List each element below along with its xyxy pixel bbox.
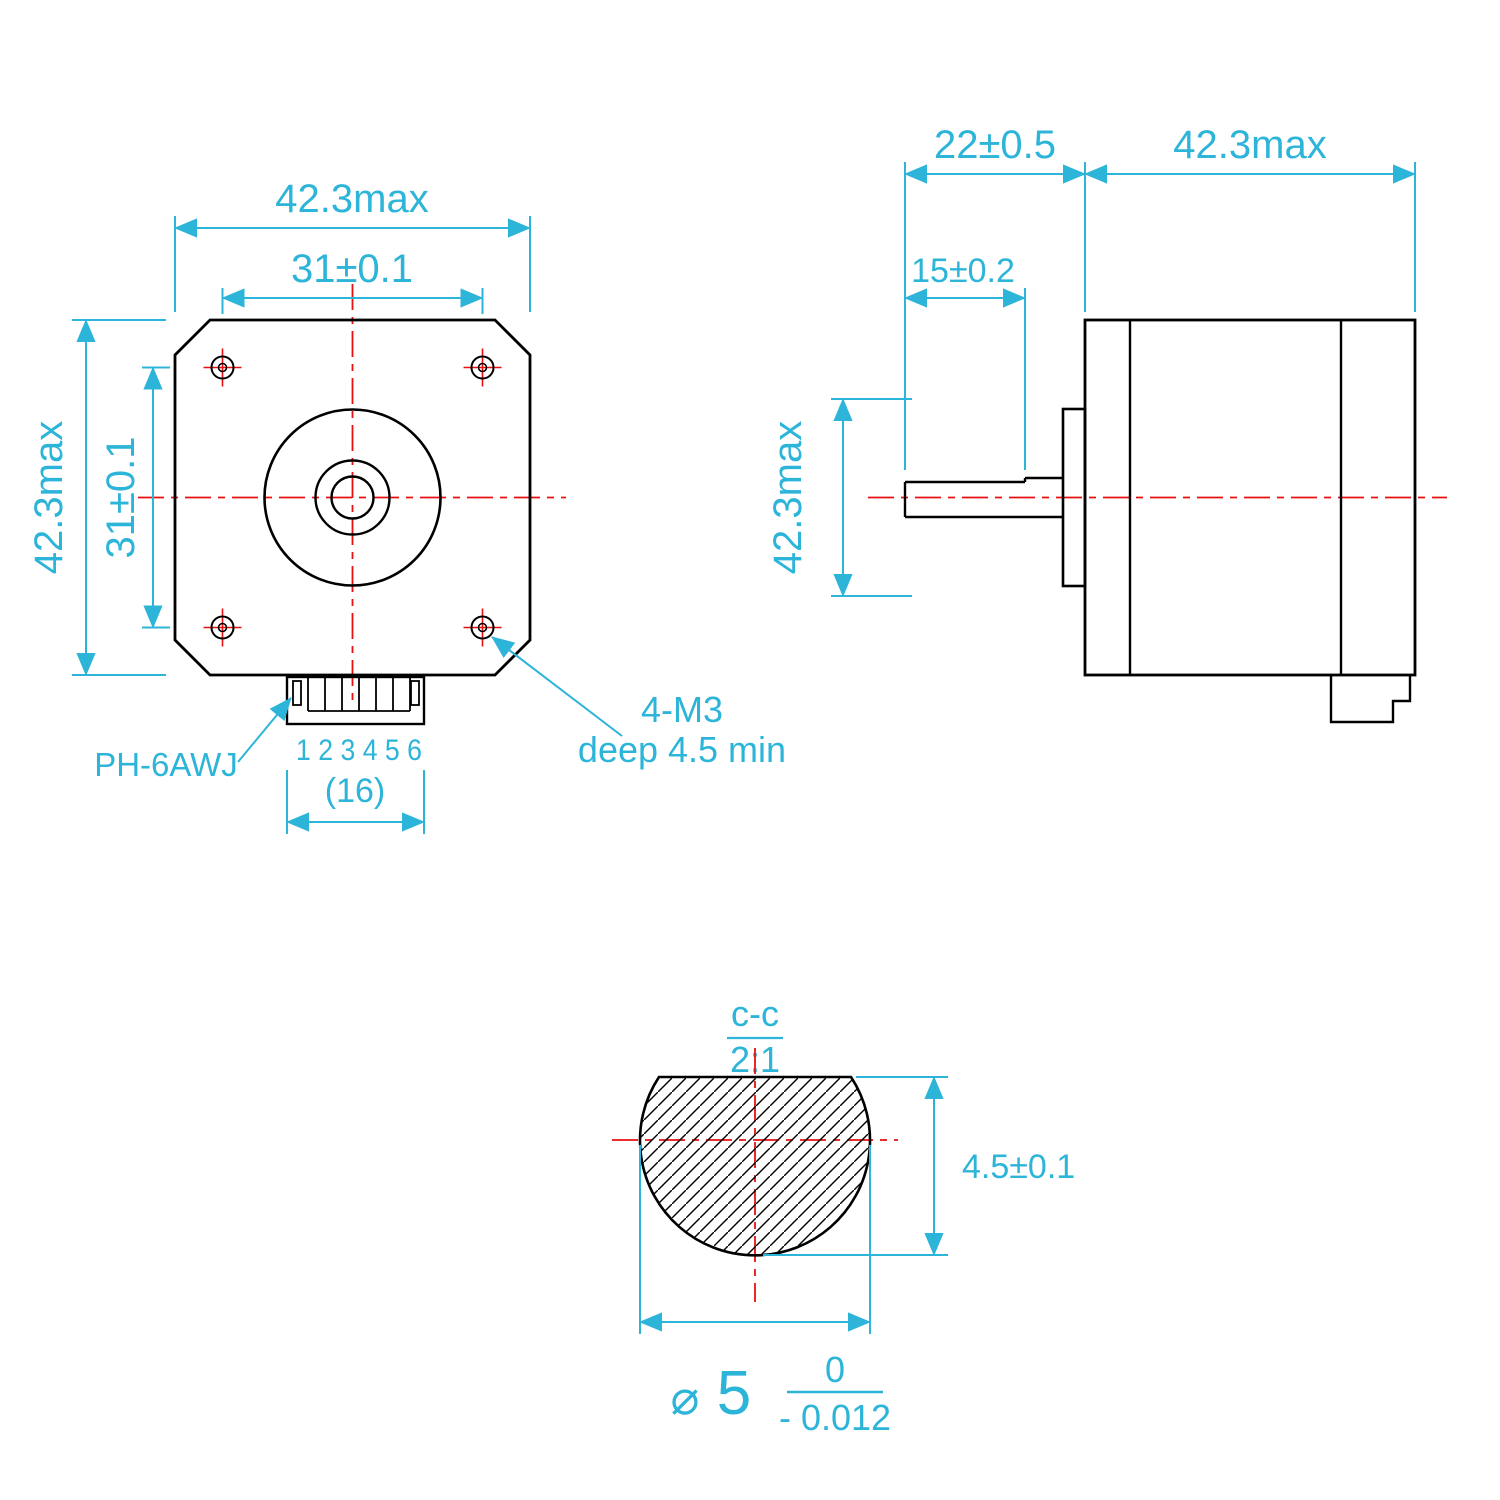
front-hole-spacing-horizontal-dimension: 31±0.1	[221, 247, 484, 314]
leader-line	[237, 697, 292, 763]
diameter-tolerance-lower: - 0.012	[779, 1397, 891, 1438]
shaft-flat-height-dimension: 4.5±0.1	[763, 1076, 1075, 1256]
leader-line	[491, 636, 623, 737]
front-overall-height-dimension: 42.3max	[27, 319, 166, 676]
shaft-boss-circle	[314, 459, 391, 536]
connector-width-dimension: (16)	[286, 770, 425, 834]
pin-numbers: 1 2 3 4 5 6	[296, 734, 422, 767]
diameter-symbol: ⌀	[671, 1372, 700, 1425]
front-overall-height-label: 42.3max	[27, 421, 71, 574]
side-body-height-label: 42.3max	[766, 421, 810, 574]
body-length-label: 42.3max	[1173, 123, 1326, 167]
mounting-holes-note-line1: 4-M3	[641, 689, 723, 730]
diameter-value-label: 5	[717, 1359, 751, 1428]
side-body-height-dimension: 42.3max	[766, 398, 912, 597]
connector-pins	[307, 677, 411, 712]
shaft-circle	[330, 475, 375, 520]
shaft-diameter-dimension: ⌀ 5 0 - 0.012	[639, 1145, 891, 1438]
motor-body-front-outline	[173, 318, 532, 677]
side-view: 22±0.5 42.3max 15±0.2 42.3max	[766, 123, 1447, 724]
shaft-side	[903, 476, 1063, 519]
connector-callout: PH-6AWJ	[94, 697, 292, 783]
front-overall-width-dimension: 42.3max	[174, 177, 531, 312]
front-view: 1 2 3 4 5 6 42.3max 31±0.1 42.3max	[27, 177, 786, 834]
section-title: c-c 2:1	[727, 993, 783, 1080]
mounting-holes-note-line2: deep 4.5 min	[578, 729, 786, 770]
shaft-length-label: 22±0.5	[934, 123, 1056, 167]
shaft-length-dimension: 22±0.5	[904, 123, 1086, 470]
diameter-tolerance-upper: 0	[825, 1349, 845, 1390]
connector-latch-left	[292, 680, 302, 706]
connector-side	[1329, 675, 1412, 724]
pilot-boss-side	[1061, 407, 1087, 588]
section-label: c-c	[731, 993, 779, 1034]
section-view: c-c 2:1 4.5±0.1 ⌀ 5 0 - 0.012	[612, 993, 1075, 1438]
front-hole-spacing-vertical-label: 31±0.1	[99, 436, 143, 558]
mounting-holes-callout: 4-M3 deep 4.5 min	[491, 636, 786, 770]
connector-width-label: (16)	[325, 772, 385, 810]
front-overall-width-label: 42.3max	[275, 177, 428, 221]
body-length-dimension: 42.3max	[1084, 123, 1416, 312]
shaft-flat-length-label: 15±0.2	[911, 252, 1015, 290]
front-hole-spacing-horizontal-label: 31±0.1	[291, 247, 413, 291]
shaft-flat-length-dimension: 15±0.2	[904, 252, 1026, 470]
front-hole-spacing-vertical-dimension: 31±0.1	[99, 366, 170, 629]
pilot-circle	[263, 408, 442, 587]
connector-type-label: PH-6AWJ	[94, 746, 238, 783]
connector-latch-right	[410, 680, 420, 706]
shaft-flat-height-label: 4.5±0.1	[962, 1148, 1075, 1186]
